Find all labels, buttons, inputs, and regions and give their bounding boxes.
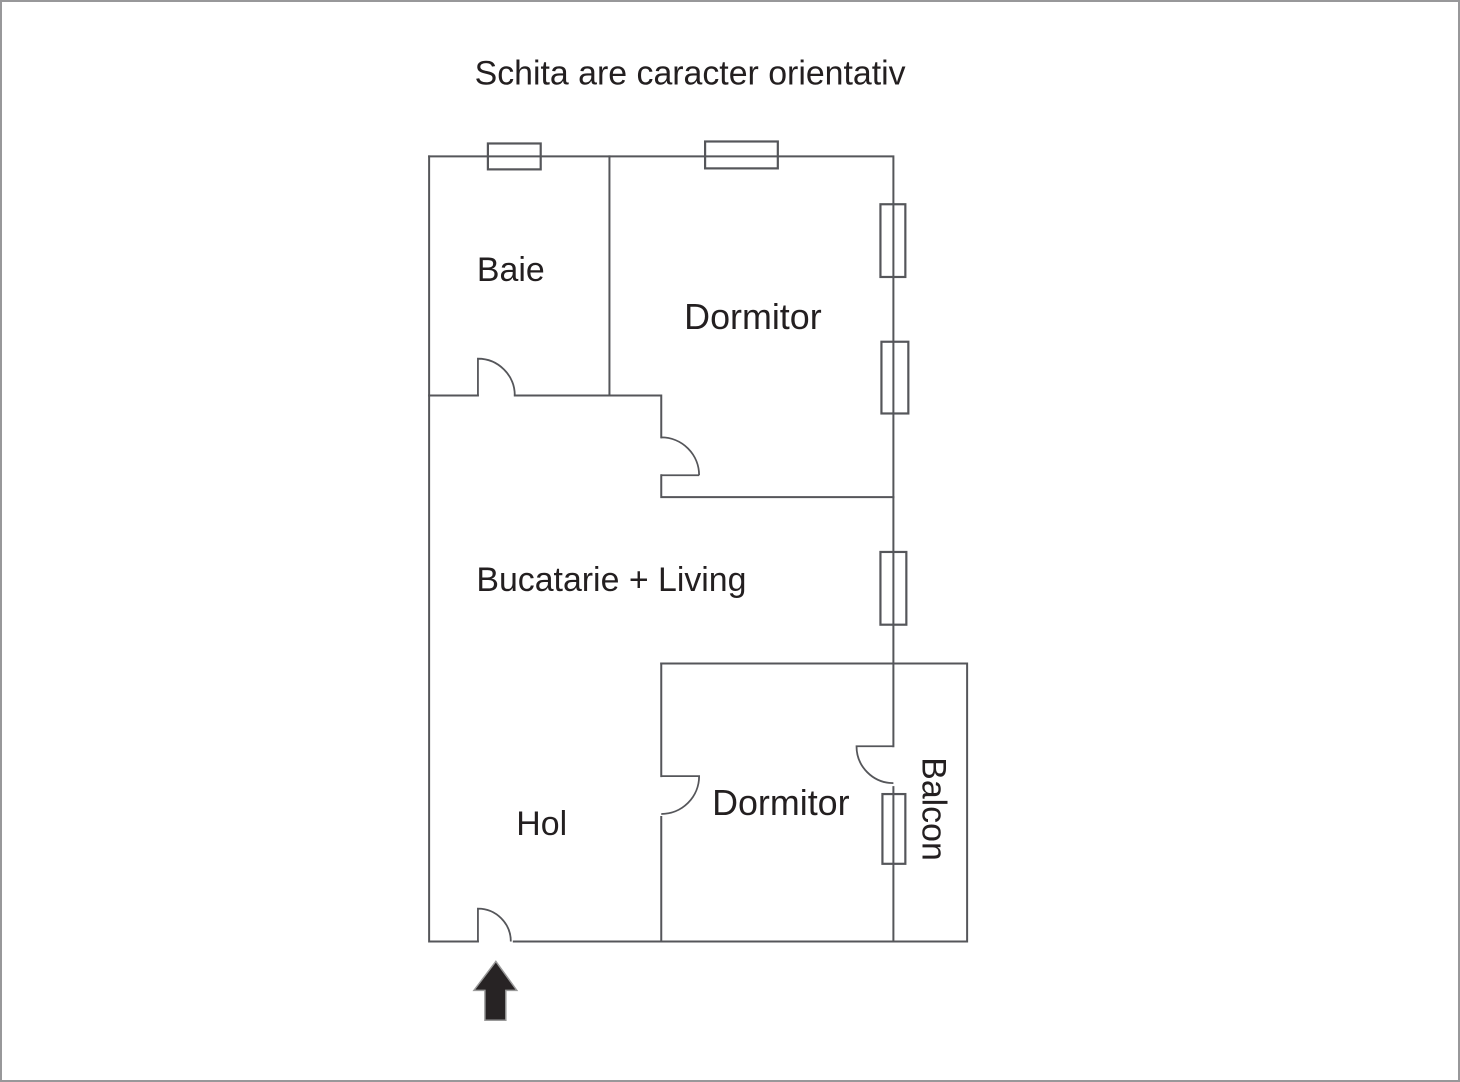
window-balcon <box>881 792 907 865</box>
walls-group <box>428 155 969 943</box>
room-label-hol: Hol <box>516 805 567 843</box>
wall-baie-bottom <box>428 394 663 439</box>
window-living-right <box>879 550 908 626</box>
window-dormitor-right-lower <box>880 340 910 415</box>
door-balcon <box>855 745 894 784</box>
room-label-baie: Baie <box>477 251 545 289</box>
room-label-bucatarie-living: Bucatarie + Living <box>476 561 746 599</box>
doors-group <box>477 357 894 942</box>
room-label-dormitor-top: Dormitor <box>684 297 822 337</box>
entrance-arrow-icon <box>472 960 519 1021</box>
outer-wall-bottom-balcony <box>512 662 969 943</box>
room-labels-group: Baie Dormitor Bucatarie + Living Hol Dor… <box>476 251 952 861</box>
wall-dormitor-top-bottom <box>660 474 895 499</box>
door-dormitor-bottom <box>661 775 701 815</box>
windows-group <box>486 140 910 865</box>
outer-wall-left <box>428 155 479 943</box>
door-dormitor-top <box>661 436 701 477</box>
door-entrance <box>477 907 512 942</box>
window-dormitor-top <box>703 140 779 170</box>
plan-title: Schita are caracter orientativ <box>475 55 906 93</box>
door-baie <box>477 357 516 396</box>
room-label-balcon: Balcon <box>914 757 952 861</box>
room-label-dormitor-bottom: Dormitor <box>712 783 850 823</box>
window-dormitor-right-upper <box>879 203 907 279</box>
window-baie-top <box>486 142 542 171</box>
